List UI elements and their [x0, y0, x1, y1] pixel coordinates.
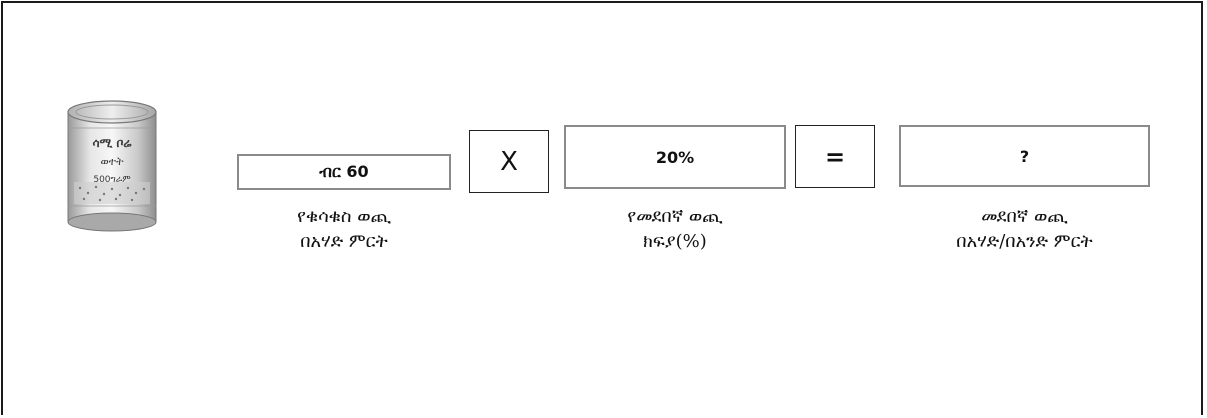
can-label-weight: 500ግራም	[93, 175, 131, 185]
material-cost-box: ብር 60	[237, 154, 451, 190]
standard-cost-caption-line1: መደበኛ ወጪ	[981, 206, 1068, 227]
can-label-brand: ሳሚ ቦሬ	[92, 136, 132, 150]
standard-cost-box: ?	[899, 125, 1150, 187]
overhead-rate-caption-line2: ክፍያ(%)	[643, 231, 707, 252]
can-label-product: ወተት	[100, 155, 124, 168]
equals-sign: =	[824, 142, 846, 171]
milk-can-image: ሳሚ ቦሬ ወተት 500ግራም	[67, 100, 157, 232]
material-cost-caption: የቁሳቁስ ወጪ በአሃድ ምርት	[237, 204, 451, 254]
multiply-operator: X	[469, 130, 549, 193]
overhead-rate-caption: የመደበኛ ወጪ ክፍያ(%)	[564, 204, 786, 254]
overhead-rate-value: 20%	[655, 147, 695, 167]
overhead-rate-caption-line1: የመደበኛ ወጪ	[627, 206, 723, 227]
equals-operator: =	[795, 125, 875, 188]
standard-cost-caption-line2: በአሃድ/በአንድ ምርት	[956, 231, 1093, 252]
material-cost-value: ብር 60	[319, 162, 369, 181]
material-cost-caption-line1: የቁሳቁስ ወጪ	[297, 206, 391, 227]
material-cost-caption-line2: በአሃድ ምርት	[300, 231, 388, 252]
standard-cost-value: ?	[1019, 146, 1030, 166]
standard-cost-caption: መደበኛ ወጪ በአሃድ/በአንድ ምርት	[899, 204, 1150, 254]
overhead-rate-box: 20%	[564, 125, 786, 189]
multiply-sign: X	[500, 146, 518, 177]
